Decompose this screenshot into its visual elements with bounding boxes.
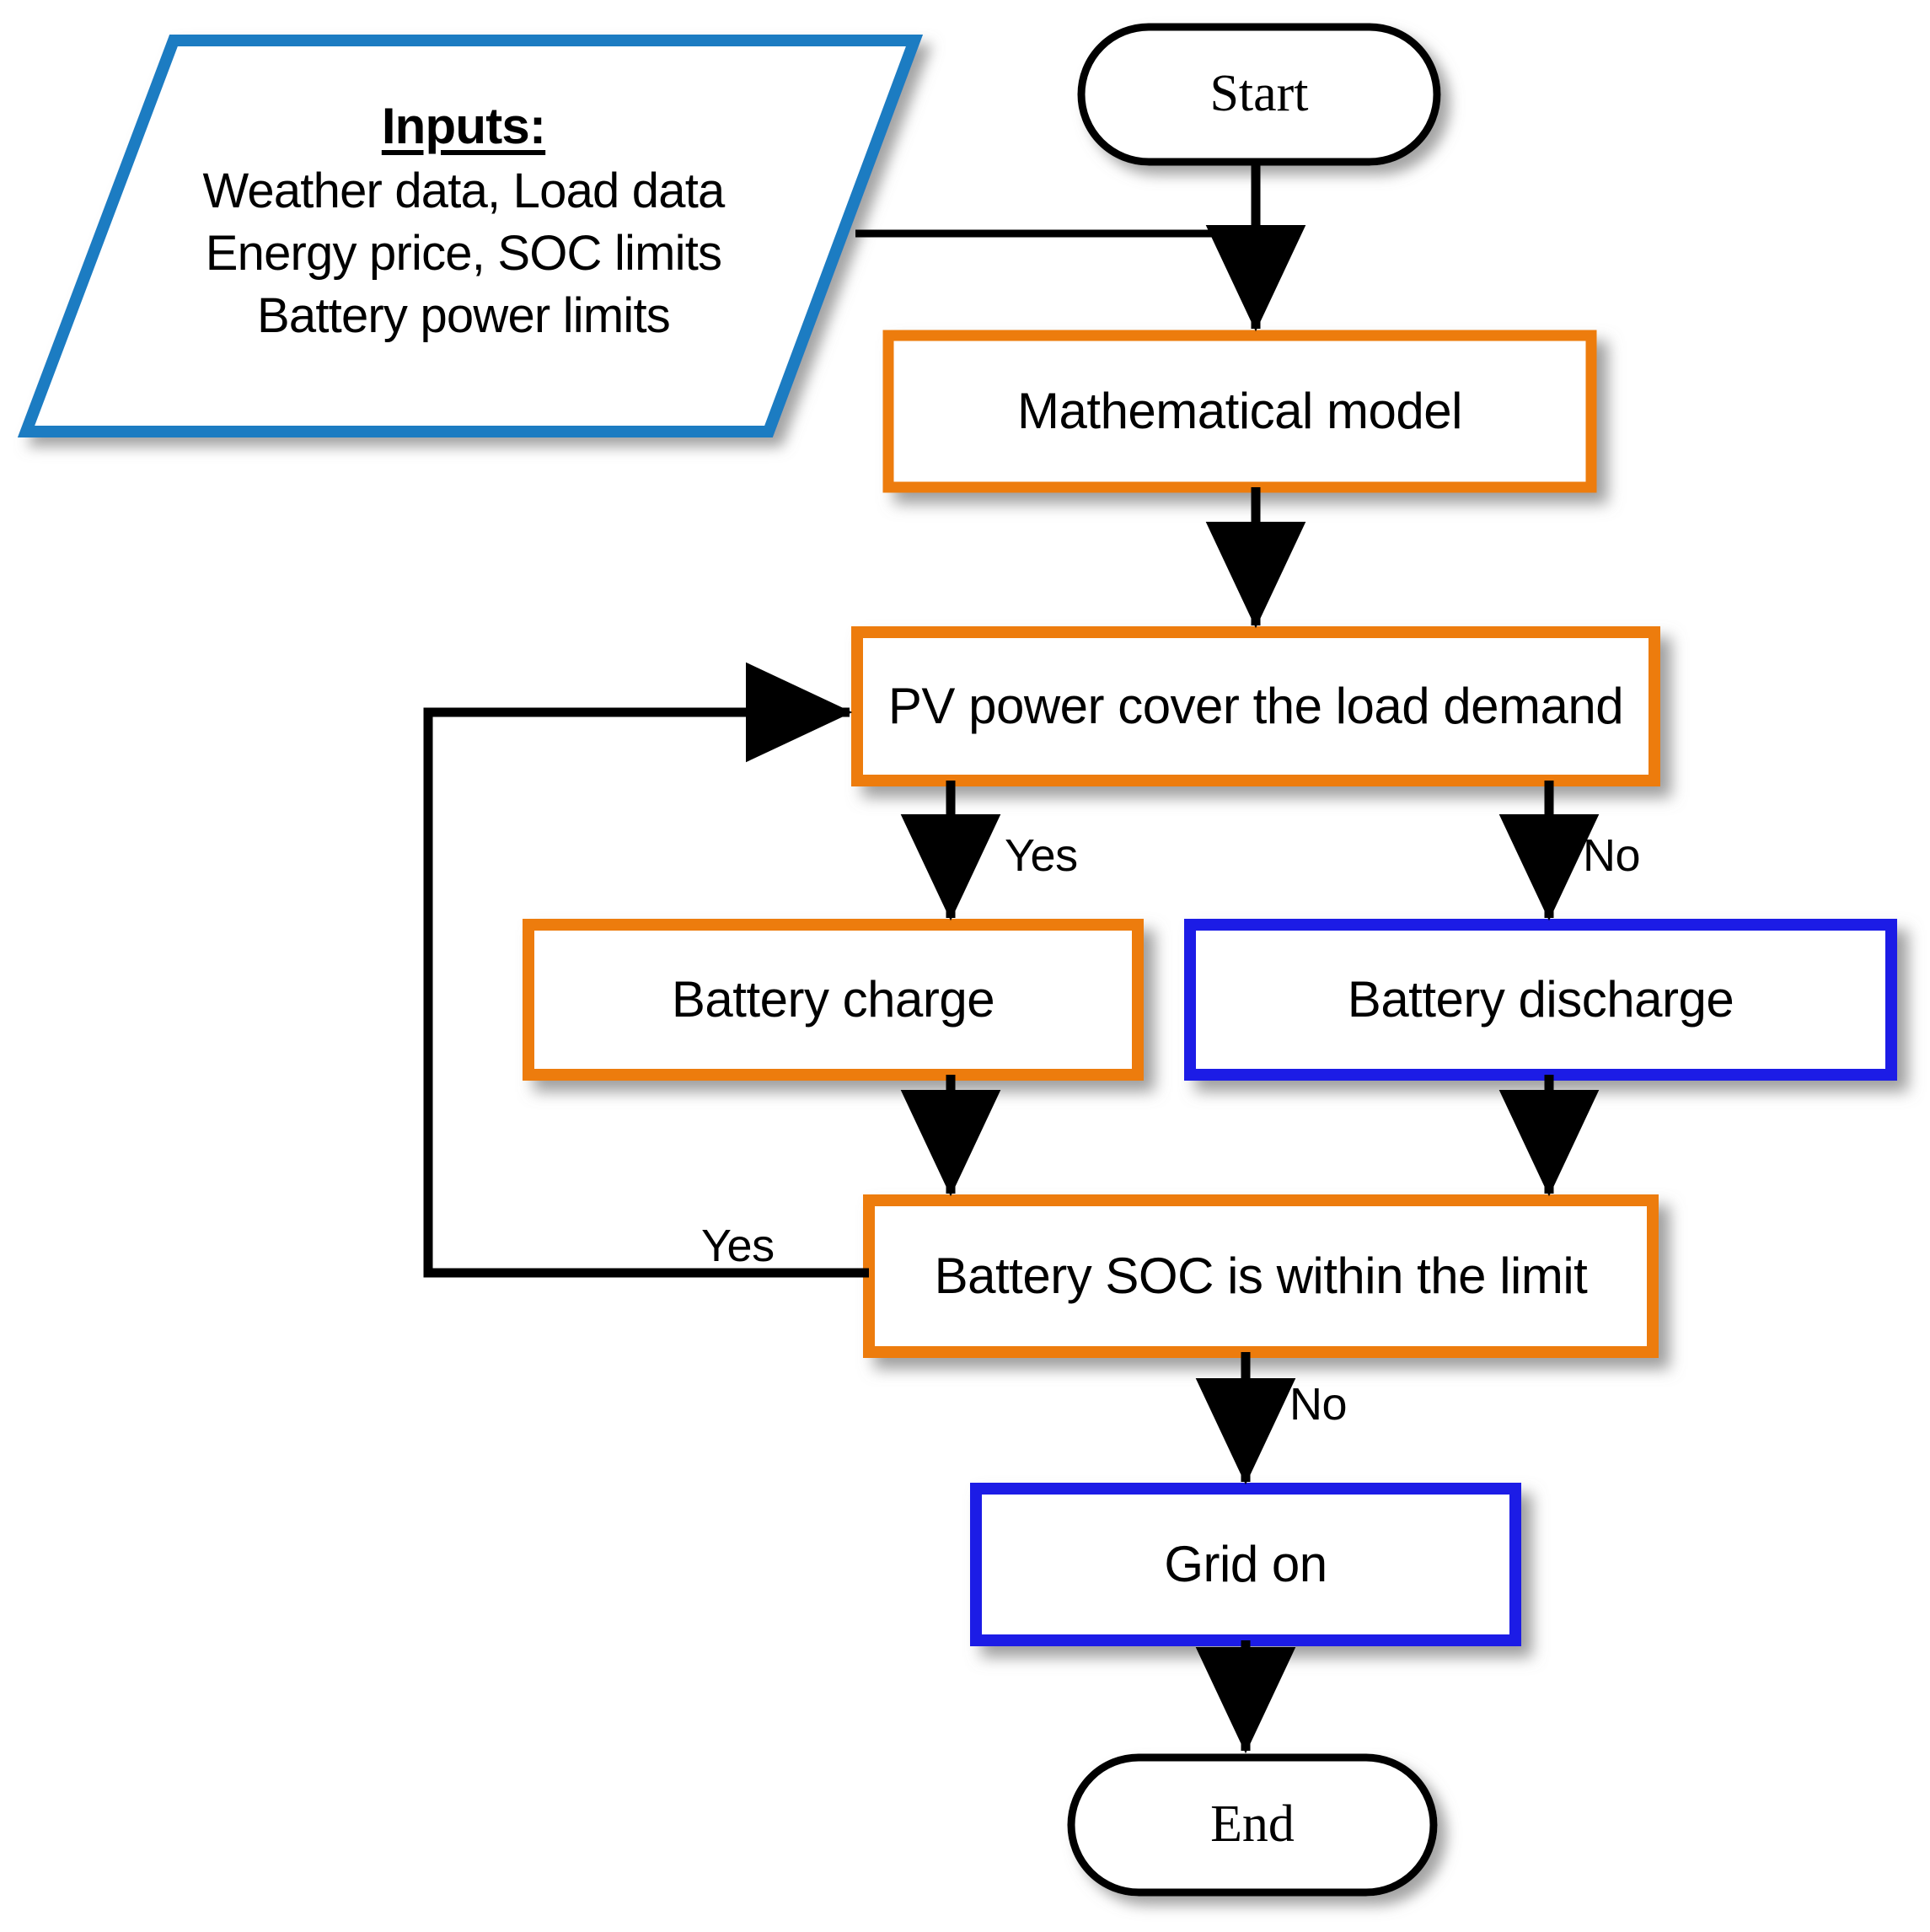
inputs-line-3: Battery power limits <box>256 288 671 344</box>
battery-soc-box[interactable] <box>863 1194 1659 1358</box>
grid-on-box[interactable] <box>970 1483 1521 1646</box>
inputs-line-2: Energy price, SOC limits <box>205 226 722 282</box>
edge-soc-to-pv-yes <box>423 662 869 1278</box>
inputs-parallelogram[interactable] <box>17 35 924 437</box>
battery-discharge-box[interactable] <box>1184 919 1897 1081</box>
inputs-heading: Inputs: <box>381 98 546 154</box>
pv-power-box[interactable] <box>851 626 1660 786</box>
inputs-text-block: Inputs: Weather data, Load data Energy p… <box>126 97 801 348</box>
inputs-line-1: Weather data, Load data <box>202 164 725 218</box>
mathematical-model-box[interactable] <box>882 330 1597 493</box>
start-terminator[interactable] <box>1077 23 1441 166</box>
battery-charge-box[interactable] <box>523 919 1144 1081</box>
end-terminator[interactable] <box>1067 1753 1438 1897</box>
